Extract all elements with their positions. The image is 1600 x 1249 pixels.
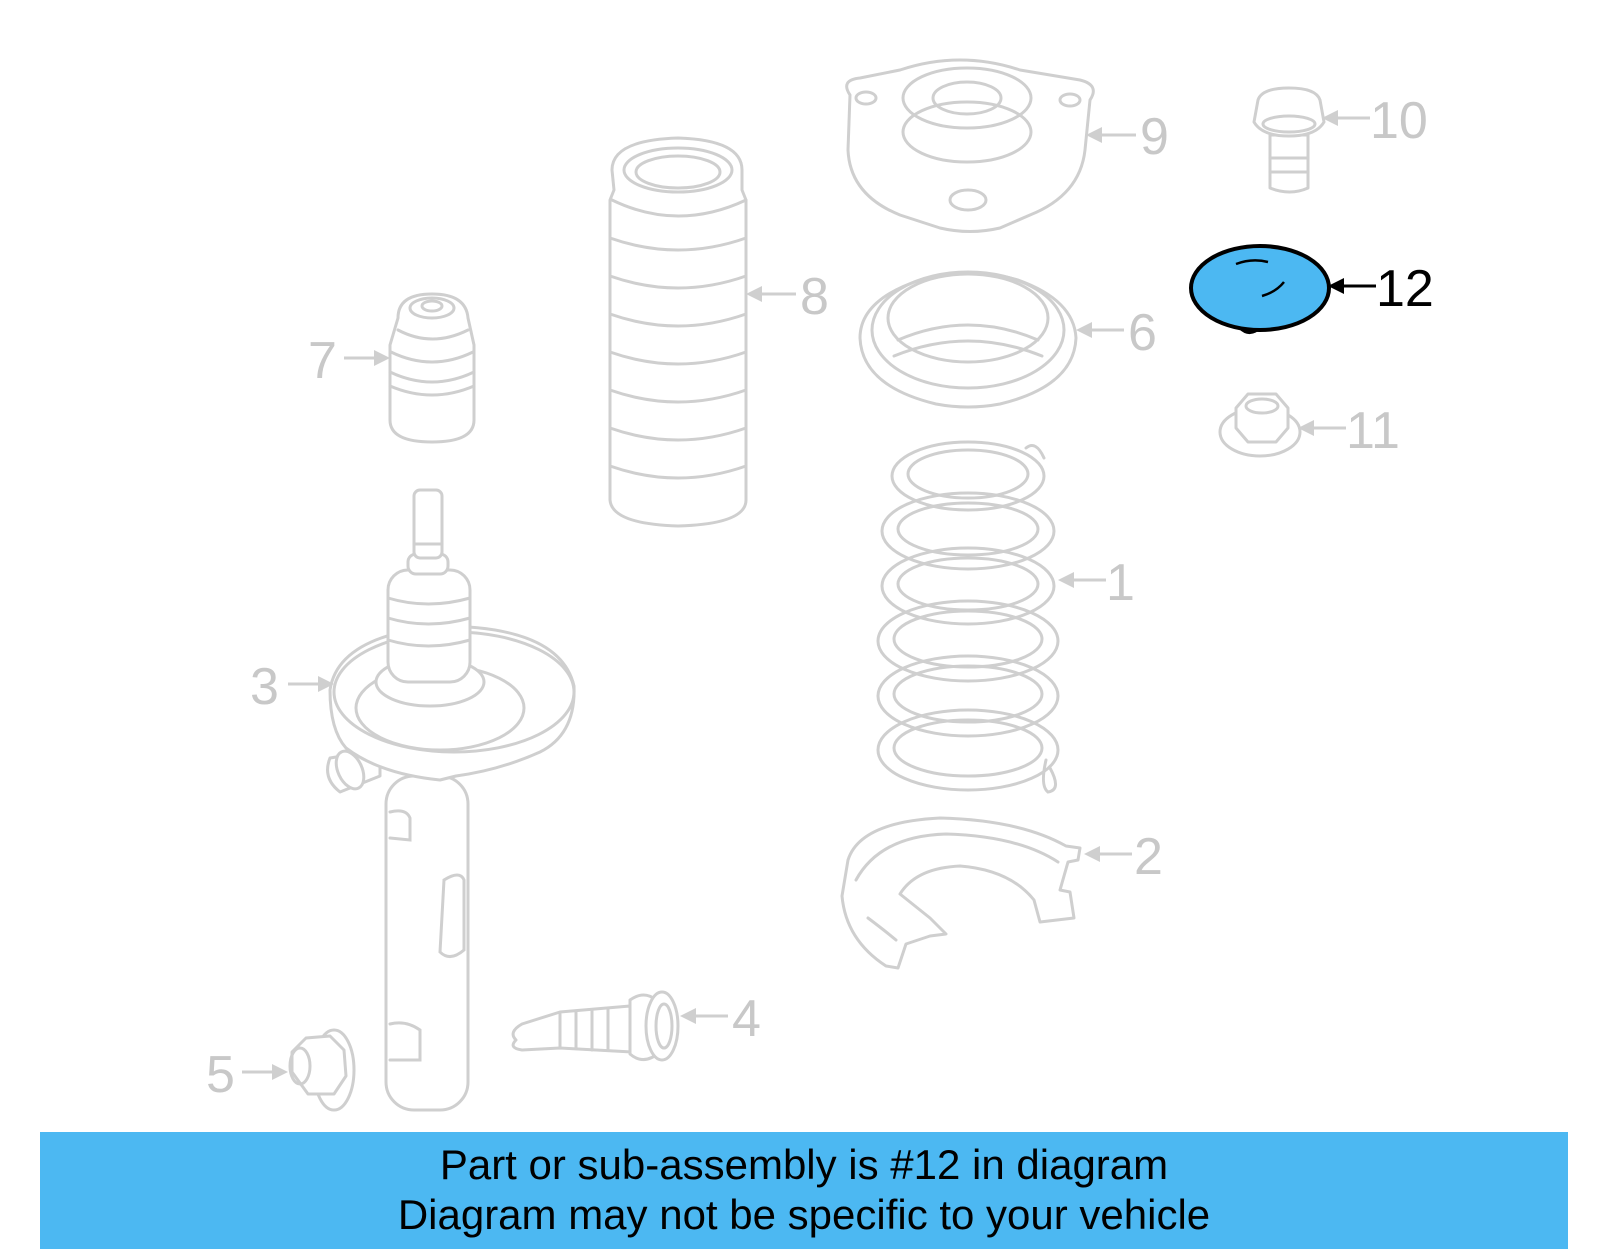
svg-text:2: 2: [1134, 828, 1163, 886]
part-9-strut-mount[interactable]: [845, 58, 1095, 233]
part-3-strut-assembly[interactable]: [326, 488, 576, 1112]
part-11-nut[interactable]: [1218, 392, 1302, 458]
callout-4: 4: [680, 990, 761, 1048]
svg-text:10: 10: [1370, 92, 1428, 150]
part-12-cap[interactable]: [1189, 244, 1331, 334]
callout-9: 9: [1086, 108, 1169, 166]
callout-10: 10: [1322, 92, 1428, 150]
part-4-bolt[interactable]: [511, 990, 680, 1062]
svg-text:5: 5: [206, 1046, 235, 1104]
info-banner: Part or sub-assembly is #12 in diagram D…: [40, 1132, 1568, 1249]
svg-text:9: 9: [1140, 108, 1169, 166]
svg-text:8: 8: [800, 268, 829, 326]
svg-text:6: 6: [1128, 304, 1157, 362]
part-7-bump-stop[interactable]: [388, 292, 476, 444]
svg-text:11: 11: [1346, 402, 1400, 460]
callout-7: 7: [308, 332, 390, 390]
svg-text:12: 12: [1376, 260, 1434, 318]
callout-12: 12: [1328, 260, 1434, 318]
part-1-coil-spring[interactable]: [876, 440, 1060, 794]
banner-line-2: Diagram may not be specific to your vehi…: [397, 1191, 1211, 1238]
callout-8: 8: [746, 268, 829, 326]
callout-2: 2: [1084, 828, 1163, 886]
callout-1: 1: [1058, 554, 1135, 612]
banner-line-1: Part or sub-assembly is #12 in diagram: [439, 1141, 1169, 1188]
svg-text:4: 4: [732, 990, 761, 1048]
svg-text:3: 3: [250, 658, 279, 716]
svg-text:1: 1: [1106, 554, 1135, 612]
callout-6: 6: [1076, 304, 1157, 362]
part-10-bolt[interactable]: [1252, 86, 1326, 194]
part-5-flange-nut[interactable]: [288, 1028, 356, 1112]
svg-text:7: 7: [308, 332, 337, 390]
callout-5: 5: [206, 1046, 288, 1104]
part-8-dust-boot[interactable]: [608, 136, 748, 528]
part-2-lower-spring-pad[interactable]: [840, 816, 1082, 970]
callout-11: 11: [1298, 402, 1400, 460]
callout-3: 3: [250, 658, 334, 716]
part-6-spring-seat[interactable]: [858, 270, 1078, 409]
